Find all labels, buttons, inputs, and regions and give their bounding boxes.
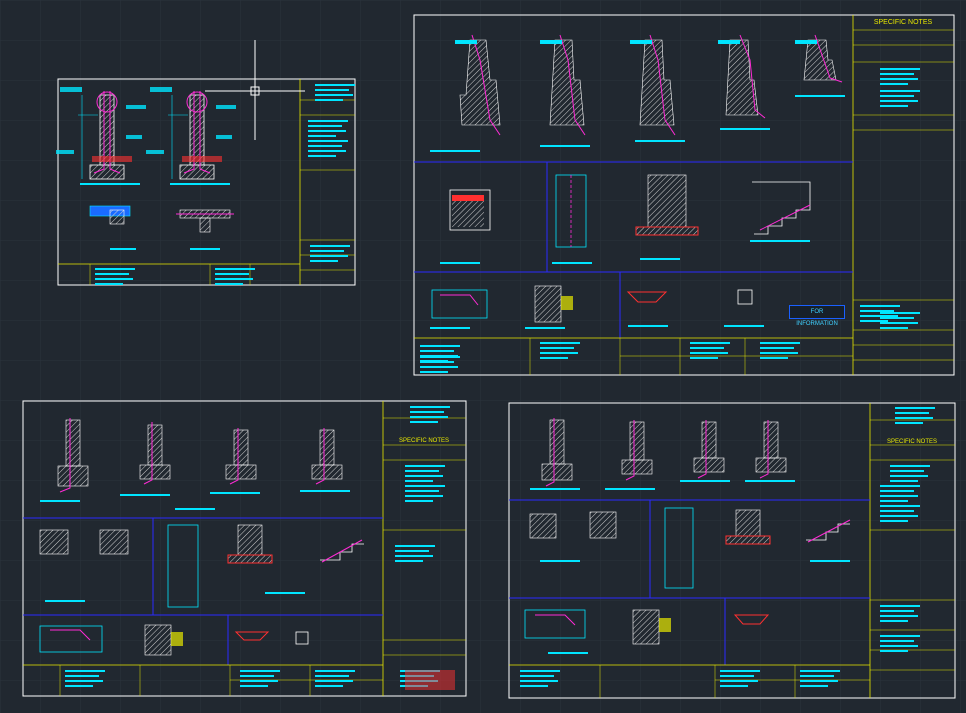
sheet-top-right[interactable]: SPECIFIC NOTES	[413, 14, 955, 376]
sheet-headline: SPECIFIC NOTES	[399, 438, 449, 444]
sheet-bottom-right[interactable]: SPECIFIC NOTES	[508, 402, 956, 699]
sheet-top-left[interactable]	[55, 78, 356, 286]
crosshair-cursor[interactable]	[205, 40, 305, 140]
sheet-bottom-left[interactable]: SPECIFIC NOTES	[22, 400, 467, 697]
sheet-headline: SPECIFIC NOTES	[887, 439, 937, 445]
for-information-stamp: FOR INFORMATION	[789, 305, 845, 327]
sheet-headline: SPECIFIC NOTES	[874, 19, 933, 26]
